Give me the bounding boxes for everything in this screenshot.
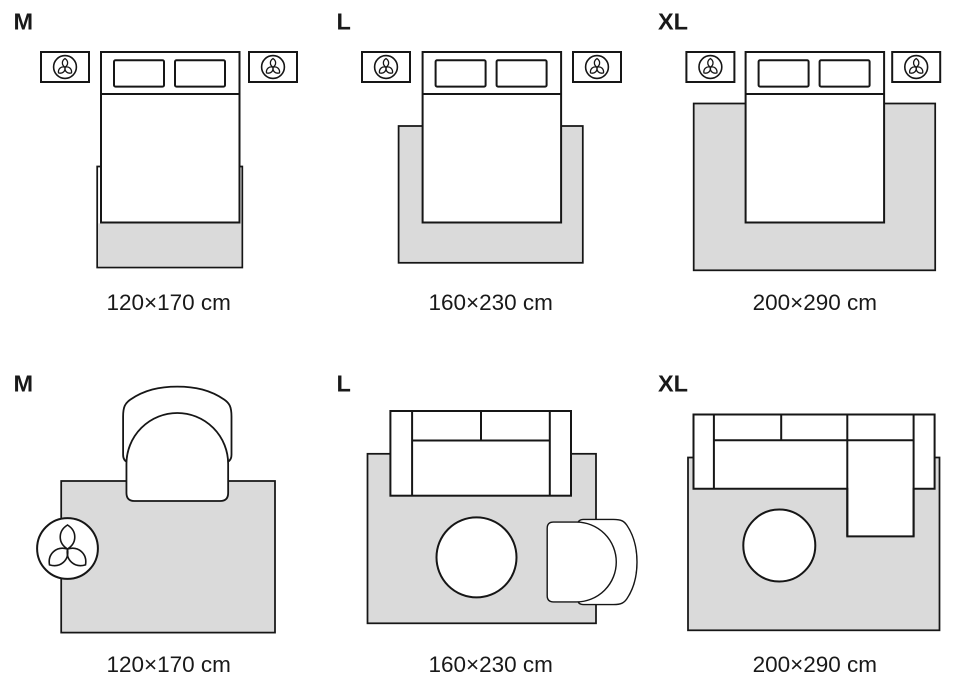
svg-text:XL: XL bbox=[658, 9, 688, 35]
svg-text:160×230 cm: 160×230 cm bbox=[428, 652, 552, 677]
svg-text:160×230 cm: 160×230 cm bbox=[428, 290, 552, 315]
svg-text:120×170 cm: 120×170 cm bbox=[106, 652, 230, 677]
svg-text:M: M bbox=[14, 371, 34, 397]
svg-text:L: L bbox=[337, 371, 351, 397]
svg-text:XL: XL bbox=[658, 371, 688, 397]
svg-text:200×290 cm: 200×290 cm bbox=[753, 290, 877, 315]
svg-text:120×170 cm: 120×170 cm bbox=[106, 290, 230, 315]
svg-text:200×290 cm: 200×290 cm bbox=[753, 652, 877, 677]
svg-text:M: M bbox=[14, 9, 34, 35]
svg-text:L: L bbox=[337, 9, 351, 35]
